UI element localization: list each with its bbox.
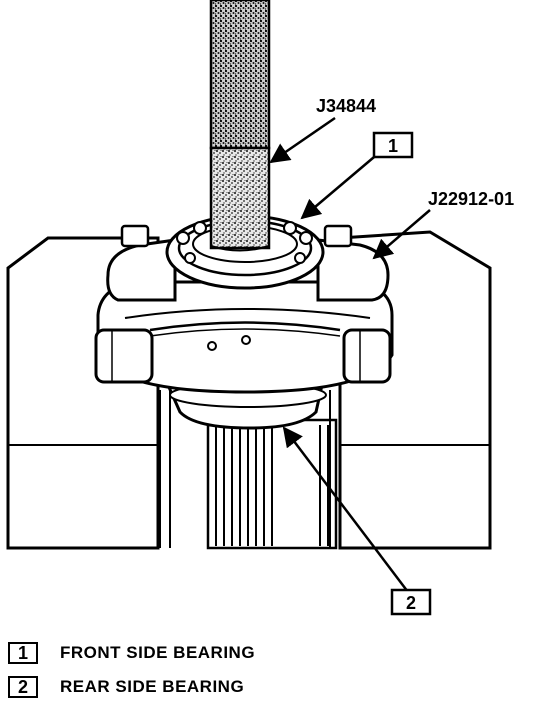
callout-2-number: 2 xyxy=(406,593,416,613)
callout-1-number: 1 xyxy=(388,136,398,156)
callout-2: 2 xyxy=(390,588,432,616)
bearing-separator-tool xyxy=(94,224,394,394)
puller-shaft xyxy=(209,0,271,252)
legend-2-text: REAR SIDE BEARING xyxy=(60,677,245,696)
leader-arrows xyxy=(269,116,431,593)
callout-1: 1 xyxy=(372,131,414,159)
label-j22912-01: J22912-01 xyxy=(428,189,514,209)
legend-item-2: 2 REAR SIDE BEARING xyxy=(8,676,244,698)
label-j34844: J34844 xyxy=(316,96,376,116)
case-spline-shaft xyxy=(159,390,338,550)
legend-item-1: 1 FRONT SIDE BEARING xyxy=(8,642,255,664)
front-side-bearing xyxy=(165,214,325,290)
legend-2-number: 2 xyxy=(8,676,38,698)
legend-1-number: 1 xyxy=(8,642,38,664)
legend-1-text: FRONT SIDE BEARING xyxy=(60,643,256,662)
